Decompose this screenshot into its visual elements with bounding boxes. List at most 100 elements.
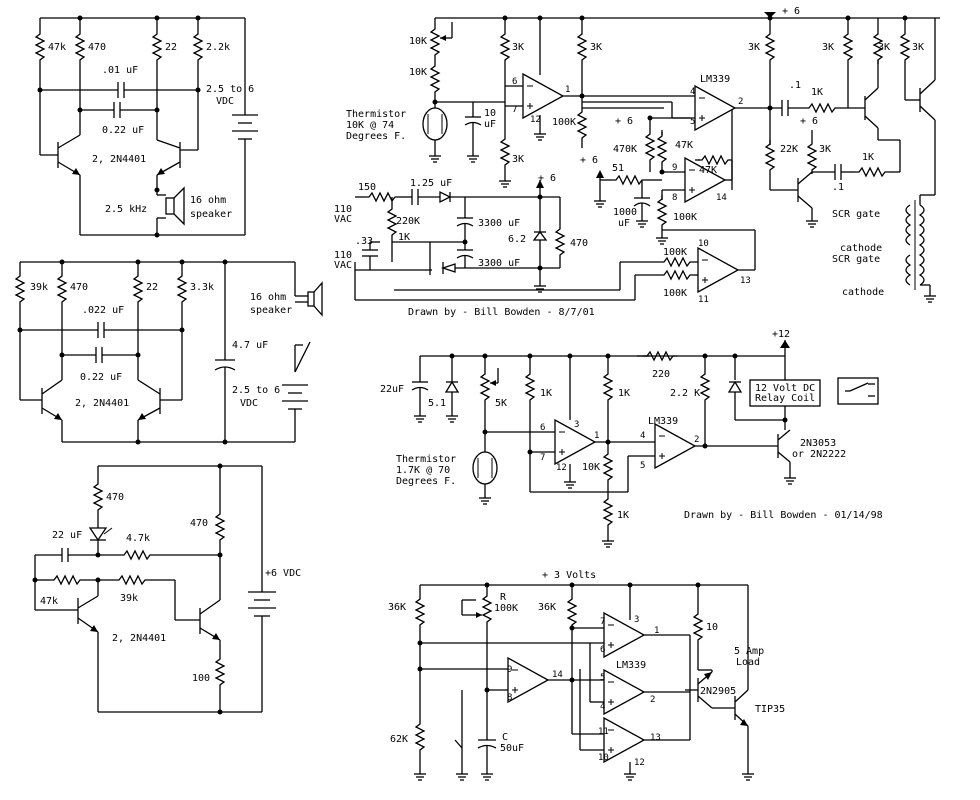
- resistor-100k-d: [659, 270, 695, 280]
- label-tip35: TIP35: [755, 704, 785, 715]
- label-c10-unit: uF: [484, 119, 496, 130]
- pin-3-b: 3: [574, 420, 579, 430]
- pin-2-c: 2: [650, 695, 655, 705]
- resistor-3k-g: [900, 29, 910, 65]
- label-lm339: LM339: [700, 74, 730, 85]
- label-1k-c: 1K: [398, 232, 410, 243]
- label-39k-b: 39k: [120, 593, 138, 604]
- resistor-100: [215, 654, 225, 690]
- resistor-3k-h: [807, 139, 817, 175]
- label-3.3k: 3.3k: [190, 282, 214, 293]
- label-plus6-c: + 6: [615, 116, 633, 127]
- pin-6: 6: [512, 77, 517, 87]
- thermistor-icon: [422, 107, 448, 141]
- label-therm-value-b: 1.7K @ 70: [396, 465, 450, 476]
- label-470: 470: [88, 42, 106, 53]
- label-pot-10k: 10K: [409, 36, 427, 47]
- label-4.7k: 4.7k: [126, 533, 150, 544]
- label-speaker2: speaker: [190, 209, 232, 220]
- label-c1000: 1000: [613, 207, 637, 218]
- circuit-6-timer-load: + 3 Volts 36K R 100K 36K 62K LM339 7 6 3…: [388, 570, 785, 781]
- label-36k-b: 36K: [538, 602, 556, 613]
- label-transistors: 2, 2N4401: [92, 154, 146, 165]
- label-47k-b: 47k: [40, 596, 58, 607]
- pin-3-c: 3: [634, 615, 639, 625]
- pin-10-c: 10: [598, 753, 609, 763]
- label-plus6-e: + 6: [538, 173, 556, 184]
- pin-4-c: 4: [600, 702, 605, 712]
- label-scr-gate-1: SCR gate: [832, 209, 880, 220]
- resistor-3k-c: [577, 29, 587, 65]
- label-22uf: 22uF: [380, 384, 404, 395]
- label-50uf: 50uF: [500, 743, 524, 754]
- label-c: C: [502, 732, 508, 743]
- pin-14-c: 14: [552, 670, 563, 680]
- label-1k-f: 1K: [617, 510, 629, 521]
- label-vac-b: VAC: [334, 260, 352, 271]
- label-c1000-unit: uF: [618, 218, 630, 229]
- resistor-150: [364, 192, 400, 202]
- label-c022b: 0.22 uF: [80, 372, 122, 383]
- label-3k-f: 3K: [878, 42, 890, 53]
- label-47k-d: 47K: [699, 165, 717, 176]
- resistor-1k-a: [804, 103, 840, 113]
- relay-contacts-icon: [837, 377, 879, 405]
- label-470-e: 470: [570, 238, 588, 249]
- led-icon: [88, 527, 108, 542]
- pin-7-b: 7: [540, 453, 545, 463]
- label-lm339-b: LM339: [648, 416, 678, 427]
- label-470-b: 470: [70, 282, 88, 293]
- resistor-22: [152, 29, 162, 65]
- label-3volts: + 3 Volts: [542, 570, 596, 581]
- label-470-d: 470: [190, 518, 208, 529]
- circuit-1-oscillator: 47k 470 22 2.2k .01 uF 0.22 uF 2.5 to 6 …: [35, 15, 258, 238]
- label-c4.7: 4.7 uF: [232, 340, 268, 351]
- label-plus6-b: + 6: [800, 116, 818, 127]
- label-therm-degrees-b: Degrees F.: [396, 476, 456, 487]
- label-2n3053: 2N3053: [800, 438, 836, 449]
- label-c022: .022 uF: [82, 305, 124, 316]
- speaker-icon-b: [307, 291, 315, 307]
- label-1k-e: 1K: [618, 388, 630, 399]
- pin-8-c: 8: [507, 693, 512, 703]
- label-100k: 100K: [552, 117, 576, 128]
- label-c3300-a: 3300 uF: [478, 218, 520, 229]
- pin-9-c: 9: [507, 665, 512, 675]
- label-plus6-d: + 6: [580, 155, 598, 166]
- label-transistors-b: 2, 2N4401: [75, 398, 129, 409]
- pin-1: 1: [565, 85, 570, 95]
- label-100k-r: 100K: [494, 603, 518, 614]
- resistor-10k-b: [603, 449, 613, 485]
- label-scr-gate-2: SCR gate: [832, 254, 880, 265]
- label-3k-g: 3K: [912, 42, 924, 53]
- label-vac-a: VAC: [334, 214, 352, 225]
- resistor-470-d: [215, 509, 225, 545]
- label-10k: 10K: [409, 67, 427, 78]
- pin-13-c: 13: [650, 733, 661, 743]
- pin-7: 7: [512, 105, 517, 115]
- resistor-2.2k: [193, 29, 203, 65]
- label-100: 100: [192, 673, 210, 684]
- resistor-22-b: [133, 271, 143, 307]
- resistor-22k: [765, 139, 775, 175]
- pin-6-b: 6: [540, 423, 545, 433]
- pot-10k: [430, 24, 440, 60]
- label-3k-d: 3K: [748, 42, 760, 53]
- resistor-39k-b: [114, 575, 150, 585]
- label-therm-value: 10K @ 74: [346, 120, 394, 131]
- resistor-47k: [35, 29, 45, 65]
- label-5amp: 5 Amp: [734, 646, 764, 657]
- zener-5.1: [444, 380, 460, 393]
- label-speaker1: 16 ohm: [190, 195, 226, 206]
- label-36k-a: 36K: [388, 602, 406, 613]
- label-c01-b: .1: [832, 182, 844, 193]
- resistor-470-b: [57, 271, 67, 307]
- label-3k-e: 3K: [822, 42, 834, 53]
- label-2n2222: or 2N2222: [792, 449, 846, 460]
- label-100k-d: 100K: [663, 288, 687, 299]
- resistor-3k-b: [500, 134, 510, 170]
- label-2.2k: 2.2k: [206, 42, 230, 53]
- pin-2: 2: [738, 97, 743, 107]
- label-47k-c: 47K: [675, 140, 693, 151]
